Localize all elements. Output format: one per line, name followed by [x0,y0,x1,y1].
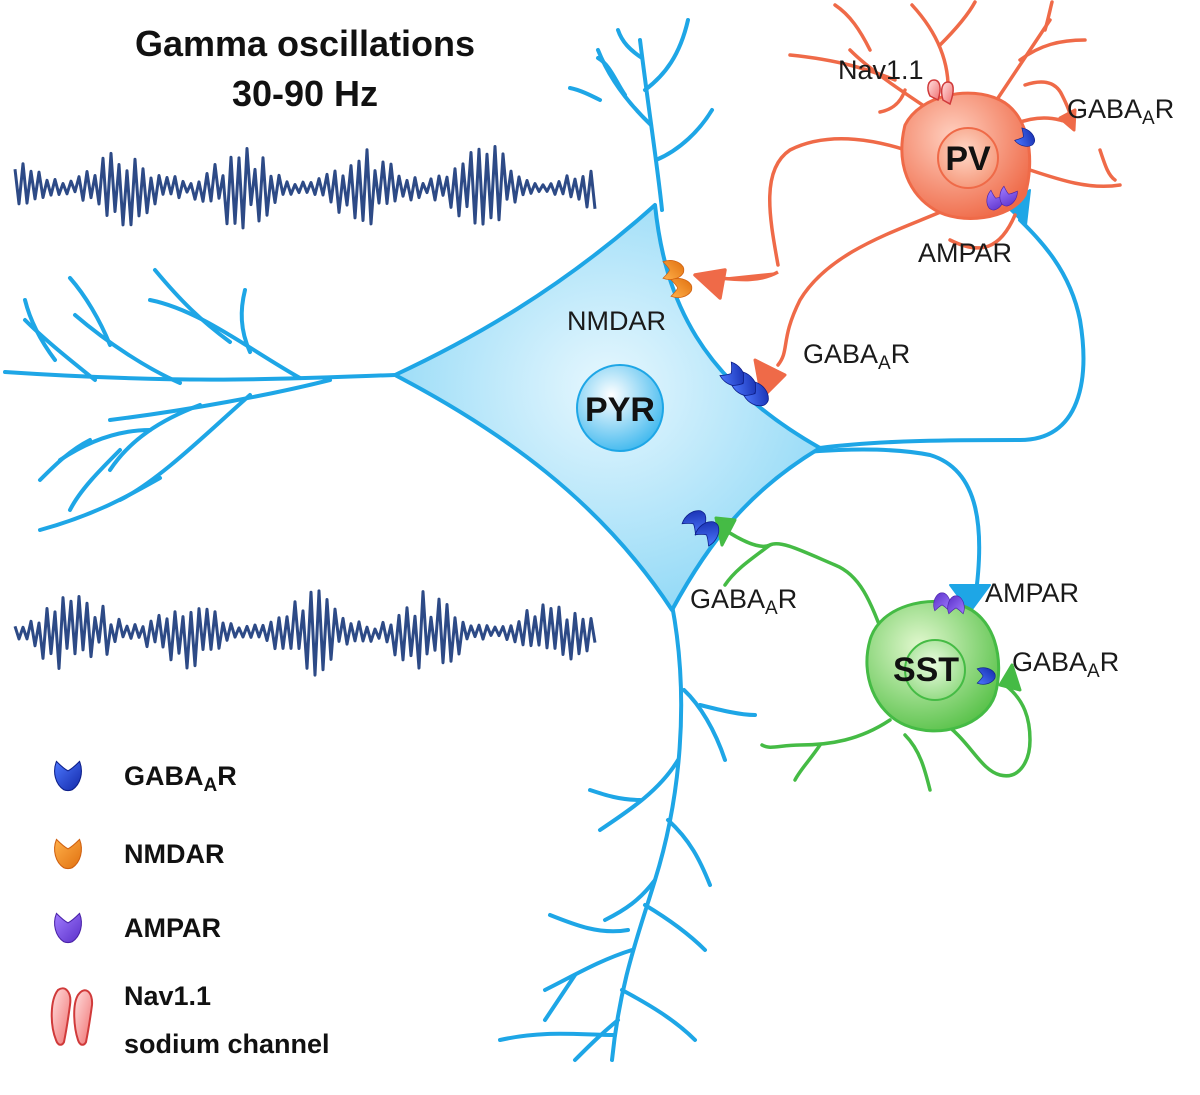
ampar-label-sst: AMPAR [985,578,1079,608]
title-line-1: Gamma oscillations [135,23,475,64]
legend-ampar-label: AMPAR [124,913,221,943]
sst-nucleus [904,639,966,701]
gabaar-label-pv: GABAAR [1067,94,1174,129]
pyramidal-nucleus [576,364,664,452]
sst-interneuron-processes [720,526,1032,792]
legend-nav11-line1: Nav1.1 [124,981,211,1011]
gamma-wave-bottom [13,589,597,677]
legend-nmdar-label: NMDAR [124,839,225,869]
ampar-label-pv: AMPAR [918,238,1012,268]
nav11-channel-pv [927,79,954,106]
title-line-2: 30-90 Hz [232,73,378,114]
legend-nav11-line2: sodium channel [124,1029,330,1059]
pv-nucleus [937,127,999,189]
pv-autapse-terminal [1058,108,1077,132]
pv-terminal-nmdar [693,268,779,300]
sst-label: SST [893,651,959,689]
legend: GABAAR NMDAR AMPAR Nav1.1 sodium channel [50,760,330,1059]
legend-ampar-icon [54,912,82,944]
sst-autapse-terminal [998,663,1022,692]
legend-nmdar-icon [54,838,82,870]
legend-gabaar-label: GABAAR [124,761,237,796]
legend-gabaar-icon [54,760,82,792]
pyr-label: PYR [585,391,655,429]
nav11-label: Nav1.1 [838,55,924,85]
gabaar-label-sst: GABAAR [1012,647,1119,682]
gabaar-label-pyr: GABAAR [803,339,910,374]
gabaar-label-sst-pyr: GABAAR [690,584,797,619]
nmdar-label: NMDAR [567,306,666,336]
gamma-wave-top [13,145,597,230]
legend-nav11-icon [50,987,94,1046]
pv-label: PV [945,140,991,178]
